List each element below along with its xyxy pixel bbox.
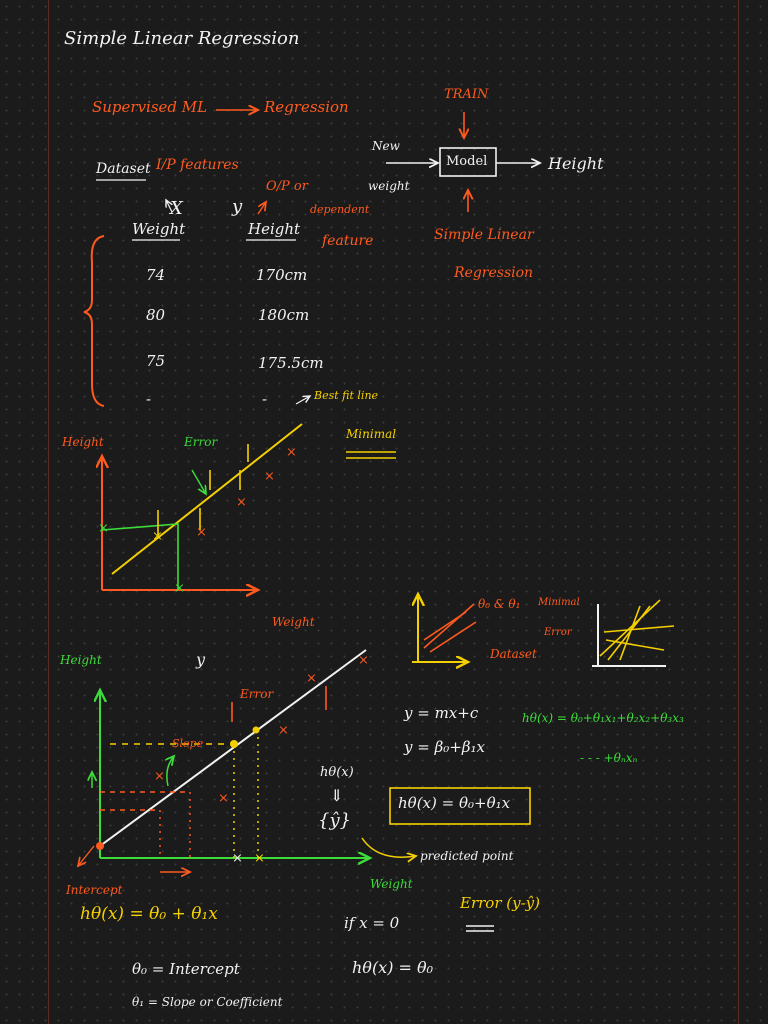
output-height-label: Height [548,154,604,173]
point-marker: × [264,469,275,484]
y-letter: y [232,196,243,217]
mini-minimal-label: Minimal [538,597,580,608]
point-marker: × [154,769,165,784]
point-marker: × [218,791,229,806]
table-cell: - [146,390,152,408]
supervised-label: Supervised ML [92,98,208,116]
model-box [439,147,497,177]
point-marker: × [254,851,265,866]
feature-label: feature [322,233,374,249]
eq-y-mx-c: y = mx+c [404,704,479,722]
thetas-label: θ₀ & θ₁ [478,597,521,611]
point-marker: × [236,495,247,510]
plot2-error-label: Error [240,687,274,701]
point-marker: × [278,723,289,738]
point-marker: × [98,521,109,536]
table-cell: - [262,390,268,408]
point-marker: × [232,851,243,866]
plot1 [102,396,396,590]
eq-hx: hθ(x) [320,765,354,780]
plot1-error-label: Error [184,435,218,449]
regression-label: Regression [264,98,349,116]
table-cell: 80 [146,306,166,324]
right-margin-line [738,0,739,1024]
point-marker: × [174,581,185,596]
minimal-label: Minimal [346,427,397,441]
input-new-label: New [372,139,400,153]
plot2-height-label: Height [60,653,102,667]
eq-y-beta: y = β₀+β₁x [404,738,485,756]
predicted-point-label: predicted point [420,849,514,863]
table-cell: 170cm [256,266,308,284]
mini-dataset-label: Dataset [490,647,537,661]
slr-label-2: Regression [454,265,534,281]
dependent-label: dependent [310,203,370,216]
plot2-y-label: y [196,650,206,669]
table-cell: 180cm [258,306,310,324]
model-box-label: Model [446,154,488,169]
col-height-header: Height [248,220,301,238]
h-equals-theta0: hθ(x) = θ₀ [352,958,434,977]
point-marker: × [358,653,369,668]
slr-label: Simple Linear [434,227,534,243]
table-cell: 175.5cm [258,354,324,372]
mini-plot-1 [412,594,477,662]
input-weight-label: weight [368,179,410,193]
mini-error-label: Error [544,627,572,638]
point-marker: × [152,529,163,544]
error-formula: Error (y-ŷ) [460,894,540,912]
eq-multi-1: hθ(x) = θ₀+θ₁x₁+θ₂x₂+θ₃x₃ [522,711,684,725]
col-weight-header: Weight [132,220,186,238]
eq-arrow: ⇓ [330,786,344,805]
plot2-x-label: Weight [370,877,413,891]
plot2-weight-top: Weight [272,615,315,629]
if-x-zero: if x = 0 [344,914,400,932]
point-marker: × [286,445,297,460]
left-margin-line [48,0,49,1024]
plot2 [78,649,370,872]
ip-features-label: I/P features [156,157,239,173]
op-label: O/P or [266,179,308,194]
point-marker: × [196,525,207,540]
eq-multi-2: - - - +θₙxₙ [580,751,638,765]
plot1-ylabel: Height [62,435,104,449]
dataset-brace [83,235,105,407]
dataset-label: Dataset [96,161,151,177]
page-title: Simple Linear Regression [64,28,300,49]
best-fit-label: Best fit line [314,389,379,402]
table-cell: 74 [146,266,166,284]
intercept-label: Intercept [66,883,123,897]
theta1-definition: θ₁ = Slope or Coefficient [132,995,283,1009]
slope-label: Slope [172,737,204,750]
train-label: TRAIN [444,87,489,102]
eq-yhat: {ŷ} [318,810,352,831]
x-letter: X [170,198,183,219]
table-cell: 75 [146,352,166,370]
theta0-definition: θ₀ = Intercept [132,960,240,978]
hypothesis-box [389,787,531,825]
mini-plot-2 [592,599,675,667]
point-marker: × [306,671,317,686]
main-equation: hθ(x) = θ₀ + θ₁x [80,904,218,924]
eq-boxed: hθ(x) = θ₀+θ₁x [398,794,511,812]
